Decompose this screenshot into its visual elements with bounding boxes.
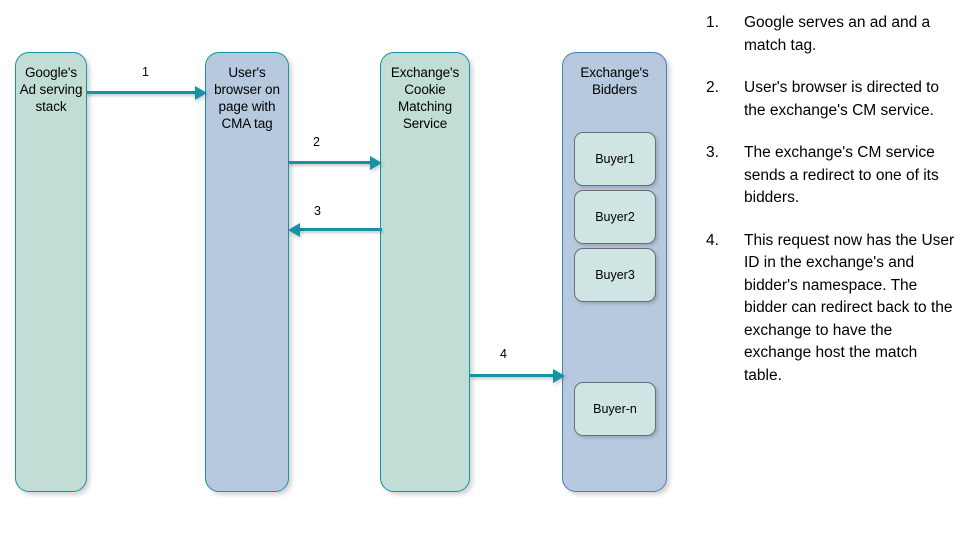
- step-text-2: User's browser is directed to the exchan…: [744, 79, 940, 119]
- arrow-1: [86, 82, 207, 100]
- lane-user-browser[interactable]: User's browser on page with CMA tag: [205, 52, 289, 492]
- arrow-1-label: 1: [142, 65, 149, 79]
- buyer-chip-label-n: Buyer-n: [593, 402, 637, 416]
- buyer-chip-n[interactable]: Buyer-n: [574, 382, 656, 436]
- lane-label-exchange-cookie-matching-service: Exchange's Cookie Matching Service: [390, 65, 460, 131]
- step-item-3: 3. The exchange's CM service sends a red…: [706, 142, 956, 210]
- buyer-chip-2[interactable]: Buyer2: [574, 190, 656, 244]
- lane-label-exchange-bidders: Exchange's Bidders: [580, 65, 649, 97]
- arrow-4-shaft: [470, 374, 554, 377]
- step-number-1: 1.: [706, 14, 719, 31]
- arrow-2-label: 2: [313, 135, 320, 149]
- arrow-3-label: 3: [314, 204, 321, 218]
- step-item-1: 1. Google serves an ad and a match tag.: [706, 12, 956, 57]
- arrow-4: [470, 365, 565, 383]
- buyer-chip-label-2: Buyer2: [595, 210, 635, 224]
- step-text-1: Google serves an ad and a match tag.: [744, 14, 931, 54]
- arrow-4-head: [553, 368, 565, 383]
- step-number-2: 2.: [706, 79, 719, 96]
- step-text-3: The exchange's CM service sends a redire…: [744, 144, 939, 206]
- arrow-3-shaft: [299, 228, 382, 231]
- arrow-1-shaft: [86, 91, 196, 94]
- step-item-4: 4. This request now has the User ID in t…: [706, 230, 956, 388]
- step-number-3: 3.: [706, 144, 719, 161]
- arrow-3-head: [288, 222, 300, 237]
- buyer-chip-label-3: Buyer3: [595, 268, 635, 282]
- lane-google-ad-serving-stack[interactable]: Google's Ad serving stack: [15, 52, 87, 492]
- lane-exchange-bidders[interactable]: Exchange's Bidders Buyer1 Buyer2 Buyer3 …: [562, 52, 667, 492]
- buyer-chip-label-1: Buyer1: [595, 152, 635, 166]
- lane-label-user-browser: User's browser on page with CMA tag: [214, 65, 280, 131]
- buyer-chip-1[interactable]: Buyer1: [574, 132, 656, 186]
- arrow-1-head: [195, 85, 207, 100]
- step-item-2: 2. User's browser is directed to the exc…: [706, 77, 956, 122]
- steps-list: 1. Google serves an ad and a match tag. …: [706, 12, 956, 407]
- arrow-3: [288, 219, 382, 237]
- arrow-2-head: [370, 155, 382, 170]
- arrow-2: [288, 152, 382, 170]
- buyer-chip-3[interactable]: Buyer3: [574, 248, 656, 302]
- step-text-4: This request now has the User ID in the …: [744, 231, 955, 384]
- step-number-4: 4.: [706, 231, 719, 249]
- arrow-4-label: 4: [500, 347, 507, 361]
- lane-label-google-ad-serving-stack: Google's Ad serving stack: [19, 65, 83, 114]
- arrow-2-shaft: [288, 161, 371, 164]
- lane-exchange-cookie-matching-service[interactable]: Exchange's Cookie Matching Service: [380, 52, 470, 492]
